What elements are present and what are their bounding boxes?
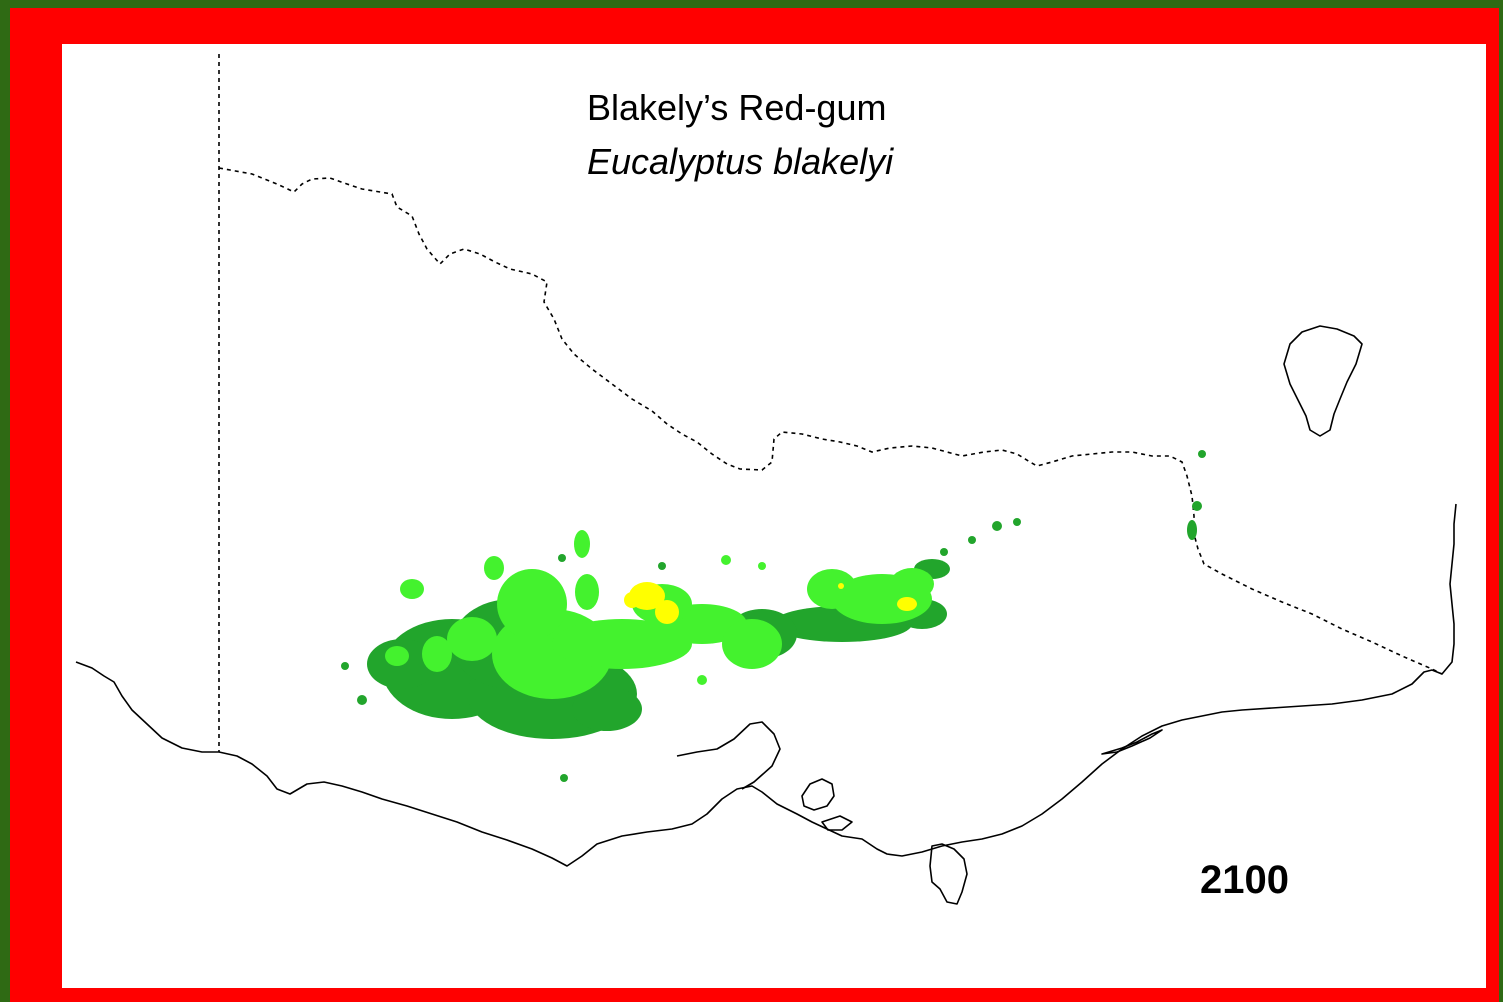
gippsland-lakes [1101, 729, 1163, 755]
state-borders [218, 54, 1443, 752]
map-panel: Blakely’s Red-gum Eucalyptus blakelyi 21… [62, 44, 1486, 988]
distribution-light-zone [385, 530, 934, 699]
light-patch [574, 530, 590, 558]
high-patch [655, 600, 679, 624]
dark-dot [968, 536, 976, 544]
map-canvas [75, 54, 1457, 905]
light-patch [385, 646, 409, 666]
light-patch [890, 568, 934, 600]
dark-dot [341, 662, 349, 670]
high-dot [838, 583, 844, 589]
light-patch [400, 579, 424, 599]
dark-dot [558, 554, 566, 562]
nsw-vic-border [218, 167, 1443, 675]
dark-dot [357, 695, 367, 705]
port-phillip-bay [676, 721, 781, 790]
light-dot [721, 555, 731, 565]
wilsons-promontory [929, 843, 968, 905]
high-patch [624, 592, 640, 608]
high-patch [897, 597, 917, 611]
light-patch [422, 636, 452, 672]
light-patch [807, 569, 857, 609]
coastline [75, 325, 1457, 905]
mainland-coast [75, 503, 1457, 867]
dark-dot [1198, 450, 1206, 458]
species-title: Blakely’s Red-gum Eucalyptus blakelyi [587, 86, 893, 184]
common-name: Blakely’s Red-gum [587, 87, 887, 128]
light-patch [497, 569, 567, 639]
light-patch [722, 619, 782, 669]
light-dot [758, 562, 766, 570]
dark-patch [1187, 520, 1197, 540]
light-dot [697, 675, 707, 685]
dark-dot [658, 562, 666, 570]
light-patch [484, 556, 504, 580]
phillip-island [821, 815, 853, 831]
dark-dot [992, 521, 1002, 531]
dark-dot [560, 774, 568, 782]
light-patch [447, 617, 497, 661]
french-island [801, 778, 835, 811]
distribution-dark-zone [341, 450, 1206, 782]
dark-dot [1192, 501, 1202, 511]
scientific-name: Eucalyptus blakelyi [587, 141, 894, 182]
dark-dot [1013, 518, 1021, 526]
distribution-high-zone [624, 582, 917, 624]
year-label: 2100 [1200, 858, 1289, 902]
light-patch [575, 574, 599, 610]
dark-dot [940, 548, 948, 556]
dark-patch [572, 687, 642, 731]
northern-lake [1283, 325, 1363, 437]
light-patch [552, 619, 692, 669]
